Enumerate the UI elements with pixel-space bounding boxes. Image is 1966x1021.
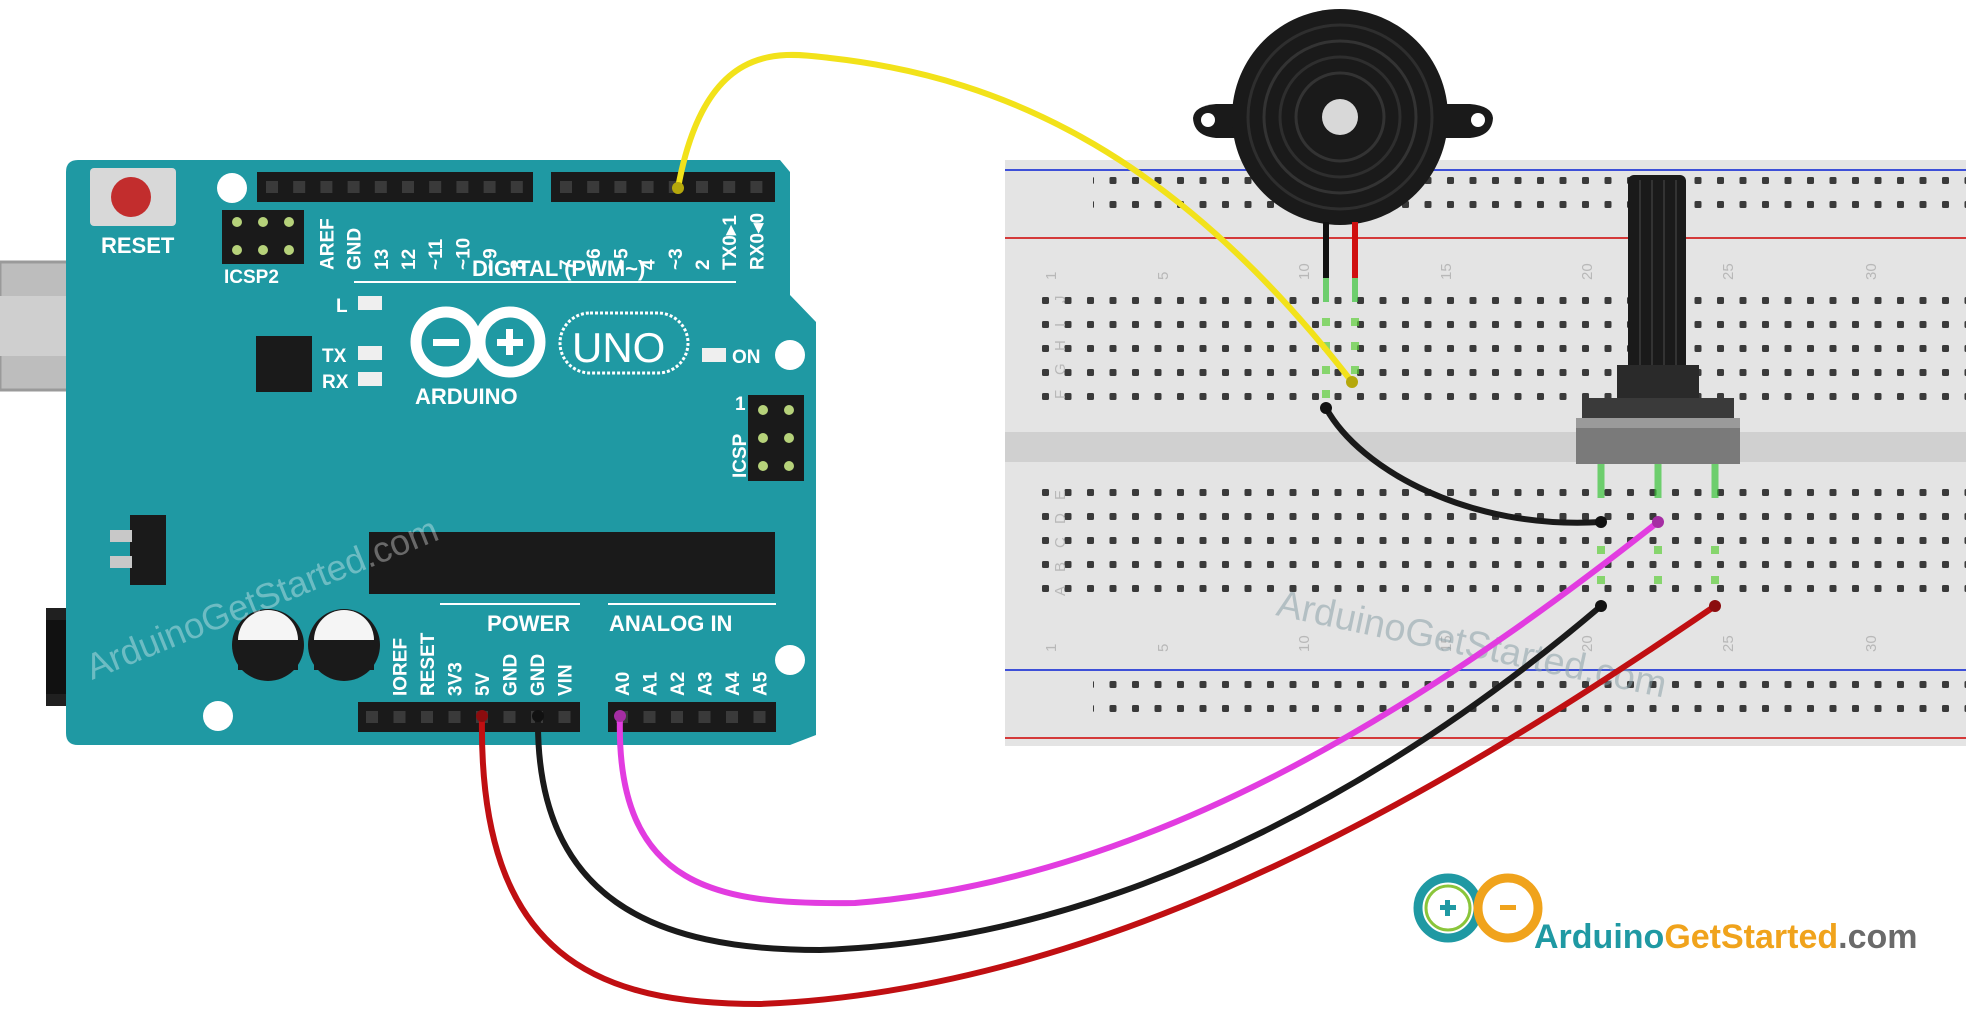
analog-wire	[616, 519, 1661, 907]
icsp-header	[748, 395, 804, 481]
arduinogetstarted-logo: ArduinoGetStarted.com	[1413, 873, 1918, 956]
analog-header	[608, 702, 776, 732]
atmega-chip	[369, 532, 775, 594]
breadboard-column-number: 5	[1155, 272, 1172, 280]
chip-small	[256, 336, 312, 392]
breadboard-column-number: 15	[1438, 263, 1455, 280]
breadboard-row-letter: A	[1052, 586, 1069, 596]
breadboard-row-letter: H	[1052, 340, 1069, 351]
power-pin-label: GND	[501, 654, 522, 696]
digital-pin-label: 8	[508, 259, 529, 270]
digital-pin-label: ~10	[453, 238, 474, 270]
digital-pin-label: 2	[693, 259, 714, 270]
capacitor-2	[308, 609, 380, 681]
digital-pin-label: 7	[557, 259, 578, 270]
icsp2-label: ICSP2	[224, 267, 279, 288]
analog-pin-label: A1	[641, 671, 662, 696]
reset-button[interactable]	[90, 168, 176, 226]
led-rx	[358, 372, 382, 386]
analog-pin-label: A3	[696, 672, 717, 696]
logo-arduino-text: ARDUINO	[415, 384, 518, 409]
breadboard-column-number: 1	[1043, 644, 1060, 652]
power-pin-label: VIN	[556, 664, 577, 696]
led-tx	[358, 346, 382, 360]
breadboard-row-letter: I	[1052, 323, 1069, 327]
power-header-label: POWER	[487, 611, 570, 636]
digital-pin-label: ~6	[584, 248, 605, 270]
breadboard-column-number: 10	[1296, 635, 1313, 652]
icsp-label: ICSP	[730, 433, 751, 478]
icsp-pin1-label: 1	[735, 394, 746, 415]
power-header	[358, 702, 580, 732]
breadboard-row-letter: G	[1052, 363, 1069, 375]
logo-uno-text: UNO	[572, 324, 665, 371]
breadboard-column-number: 5	[1155, 644, 1172, 652]
digital-pin-label: ~3	[666, 248, 687, 270]
analog-header-label: ANALOG IN	[609, 611, 732, 636]
led-on	[702, 348, 726, 362]
digital-pin-label: 4	[639, 259, 660, 270]
analog-pin-label: A5	[751, 671, 772, 696]
led-on-label: ON	[732, 347, 761, 368]
power-pin-label: IOREF	[391, 638, 412, 696]
digital-pin-label: 13	[372, 249, 393, 270]
breadboard-column-number: 25	[1720, 635, 1737, 652]
led-rx-label: RX	[322, 372, 349, 393]
breadboard-column-number: 30	[1863, 635, 1880, 652]
digital-pin-label: TX0▸1	[720, 215, 741, 270]
ground-wire	[534, 603, 1604, 954]
digital-pin-label: ~5	[611, 248, 632, 270]
analog-pin-label: A4	[723, 671, 744, 696]
power-pin-label: RESET	[418, 632, 439, 696]
power-pin-label: 3V3	[446, 662, 467, 696]
power-pin-label: GND	[528, 654, 549, 696]
reset-label: RESET	[101, 233, 175, 258]
breadboard-row-letter: E	[1052, 490, 1069, 500]
breadboard-row-letter: D	[1052, 513, 1069, 524]
digital-pin-label: 12	[399, 249, 420, 270]
digital-header-right	[551, 172, 775, 202]
piezo-buzzer	[1193, 9, 1493, 302]
arduino-uno-board: RESET ICSP2 L TX RX ON UNO ARDUINO	[0, 160, 816, 745]
digital-pin-label: ~9	[481, 248, 502, 270]
logo-text: ArduinoGetStarted.com	[1534, 918, 1918, 956]
breadboard-column-number: 10	[1296, 263, 1313, 280]
breadboard-column-number: 20	[1579, 635, 1596, 652]
breadboard-row-letter: F	[1052, 390, 1069, 399]
digital-header-label: DIGITAL (PWM~)	[472, 256, 645, 281]
led-l	[358, 296, 382, 310]
digital-pin-label: ~11	[426, 238, 447, 270]
power-wire	[478, 603, 1718, 1008]
breadboard-column-number: 15	[1438, 635, 1455, 652]
breadboard-row-letter: B	[1052, 562, 1069, 572]
capacitor-1	[232, 609, 304, 681]
breadboard-column-number: 1	[1043, 272, 1060, 280]
digital-pin-label: RX0◂0	[747, 213, 768, 270]
potentiometer	[1576, 175, 1740, 498]
wires	[478, 51, 1718, 1008]
digital-pin-label: AREF	[317, 218, 338, 270]
buzzer-ground-wire	[1323, 405, 1604, 526]
signal-wire	[675, 51, 1355, 385]
breadboard-row-letter: C	[1052, 537, 1069, 548]
arduino-logo	[410, 306, 690, 378]
breadboard-column-number: 20	[1579, 263, 1596, 280]
breadboard-row-letter: J	[1052, 296, 1069, 304]
infinity-icon	[1413, 873, 1543, 943]
digital-pin-label: GND	[345, 228, 366, 270]
led-l-label: L	[336, 296, 348, 317]
power-pin-label: 5V	[473, 672, 494, 696]
breadboard-column-number: 30	[1863, 263, 1880, 280]
breadboard-column-number: 25	[1720, 263, 1737, 280]
analog-pin-label: A2	[668, 672, 689, 696]
analog-pin-label: A0	[613, 672, 634, 696]
voltage-regulator	[110, 515, 166, 585]
icsp2-header	[222, 210, 304, 264]
wire-endpoints	[476, 182, 1721, 722]
led-tx-label: TX	[322, 346, 347, 367]
